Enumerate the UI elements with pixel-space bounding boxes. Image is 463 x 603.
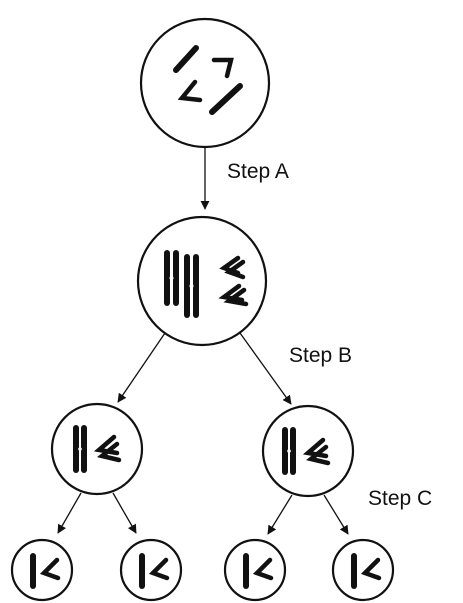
left-centromere bbox=[78, 447, 82, 451]
short-chromosome-2b bbox=[223, 287, 249, 307]
chromosome-short-2 bbox=[177, 79, 203, 103]
gamete-4-short-chromosome bbox=[360, 557, 382, 581]
arrow-step-b-right bbox=[239, 332, 292, 405]
replicated-cell-membrane bbox=[136, 215, 268, 347]
gamete-3-short-chromosome bbox=[252, 557, 274, 581]
short-chromosome-2a bbox=[218, 283, 245, 303]
gamete-4-membrane bbox=[331, 538, 395, 602]
centromere-1 bbox=[169, 276, 174, 280]
label-step-c: Step C bbox=[368, 487, 432, 510]
gamete-2 bbox=[119, 538, 183, 602]
arrow-step-c-4 bbox=[323, 494, 349, 535]
label-step-b: Step B bbox=[289, 344, 352, 367]
gamete-3-membrane bbox=[223, 538, 287, 602]
gamete-1-membrane bbox=[10, 538, 74, 602]
gamete-2-membrane bbox=[119, 538, 183, 602]
arrow-step-c-3 bbox=[267, 494, 293, 535]
short-chromosome-1b bbox=[224, 259, 246, 280]
right-short-chromosome-b bbox=[305, 444, 331, 466]
gamete-4 bbox=[331, 538, 395, 602]
arrow-step-b-left bbox=[117, 332, 166, 403]
gamete-3 bbox=[223, 538, 287, 602]
gamete-1-short-chromosome bbox=[39, 557, 61, 581]
parent-cell-membrane bbox=[139, 17, 271, 149]
right-short-chromosome-a bbox=[302, 437, 329, 459]
left-short-chromosome-b bbox=[96, 441, 122, 463]
chromosome-long-1 bbox=[173, 45, 199, 73]
label-step-a: Step A bbox=[227, 160, 289, 183]
gamete-2-short-chromosome bbox=[148, 557, 170, 581]
gamete-1 bbox=[10, 538, 74, 602]
daughter-cell-left bbox=[50, 402, 144, 496]
right-centromere bbox=[287, 449, 291, 453]
daughter-cell-right bbox=[261, 404, 355, 498]
arrow-step-c-2 bbox=[112, 492, 137, 534]
centromere-2 bbox=[189, 284, 194, 288]
arrow-step-c-1 bbox=[57, 492, 82, 534]
chromosome-short-1 bbox=[211, 57, 234, 79]
parent-cell bbox=[139, 17, 271, 149]
left-short-chromosome-a bbox=[93, 434, 120, 456]
replicated-cell bbox=[136, 215, 268, 347]
chromosome-long-2 bbox=[209, 83, 243, 115]
